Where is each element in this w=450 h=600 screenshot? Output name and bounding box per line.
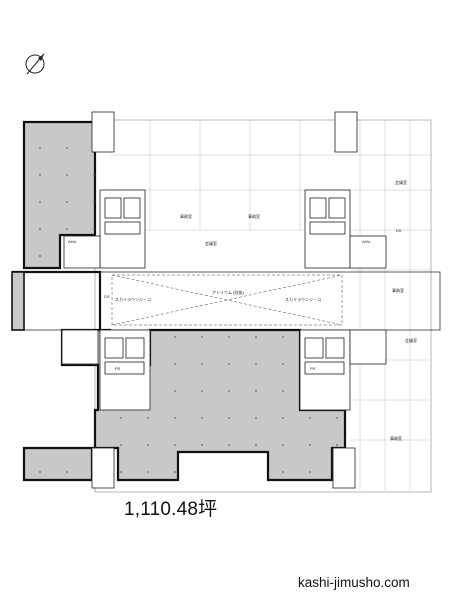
label-ahu-right: AHU xyxy=(362,239,371,244)
label-sky-lounge-right: スカイラウンジ・コ xyxy=(285,296,321,302)
stair-towers xyxy=(91,111,358,489)
core-left-lower xyxy=(61,329,151,411)
label-sky-lounge-left: スカイラウンジ・コ xyxy=(115,296,151,302)
label-atrium: アトリウム (吹抜) xyxy=(212,289,244,295)
label-office-1: 事務室 xyxy=(180,213,192,219)
core-right-upper xyxy=(304,189,387,269)
label-ps-right: PS xyxy=(310,366,316,371)
label-office-3: 事務室 xyxy=(392,287,404,293)
label-meeting-3: 会議室 xyxy=(405,337,417,343)
site-url: kashi-jimusho.com xyxy=(298,575,410,590)
label-ds-right: DS xyxy=(396,228,402,233)
leased-area-size: 1,110.48坪 xyxy=(124,499,218,520)
core-left-upper xyxy=(63,189,146,269)
label-ahu-left: AHU xyxy=(68,239,77,244)
north-arrow-icon xyxy=(25,53,45,75)
label-meeting-1: 会議室 xyxy=(205,240,217,246)
label-ds-left: DS xyxy=(104,294,110,299)
core-right-lower xyxy=(299,329,387,411)
label-meeting-2: 会議室 xyxy=(395,179,407,185)
label-ps-left: PS xyxy=(115,366,121,371)
label-office-2: 事務室 xyxy=(248,213,260,219)
label-office-4: 事務室 xyxy=(390,435,402,441)
leased-area-main xyxy=(11,270,347,482)
